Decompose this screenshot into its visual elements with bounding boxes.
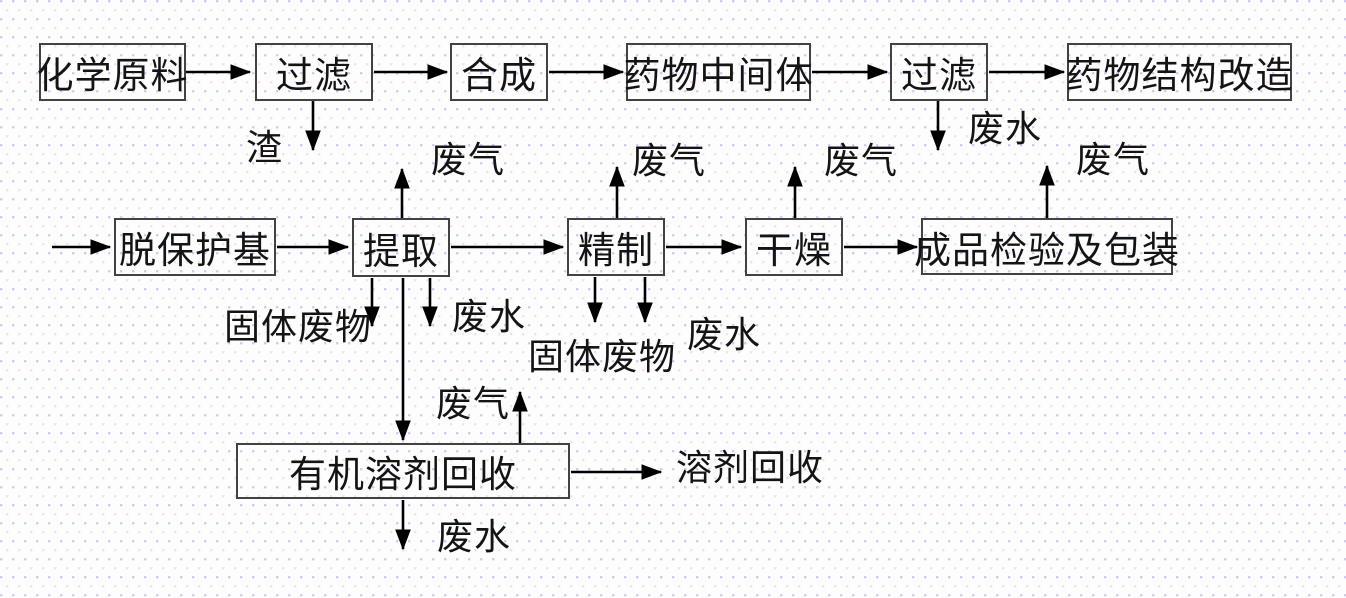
label-wastewater-recovery: 废水 (437, 517, 512, 557)
label-wastewater-refining: 废水 (687, 315, 762, 355)
node-drug-structure-modification: 药物结构改造 (1066, 43, 1293, 101)
node-deprotection: 脱保护基 (114, 218, 276, 276)
node-product-inspection-packaging: 成品检验及包装 (914, 218, 1179, 275)
node-drying: 干燥 (745, 218, 843, 276)
node-synthesis: 合成 (450, 43, 548, 101)
node-refining: 精制 (567, 218, 665, 276)
label-wastewater-extraction: 废水 (452, 297, 527, 337)
node-filter-1: 过滤 (255, 43, 373, 101)
label-solidwaste-extraction: 固体废物 (224, 307, 373, 347)
node-chemical-raw-material: 化学原料 (37, 43, 188, 101)
node-extraction: 提取 (352, 218, 450, 277)
node-filter-2: 过滤 (890, 43, 988, 101)
label-wastewater-filter2: 废水 (968, 109, 1043, 149)
label-wastegas-extraction: 废气 (431, 140, 506, 180)
node-drug-intermediate: 药物中间体 (624, 43, 813, 101)
node-organic-solvent-recovery: 有机溶剂回收 (236, 443, 570, 499)
label-solvent-recovery: 溶剂回收 (676, 448, 825, 488)
label-solidwaste-refining: 固体废物 (528, 337, 677, 377)
label-residue: 渣 (246, 128, 284, 168)
label-wastegas-recovery: 废气 (436, 384, 511, 424)
label-wastegas-drying: 废气 (824, 141, 899, 181)
label-wastegas-refining: 废气 (632, 141, 707, 181)
label-wastegas-inspection: 废气 (1076, 140, 1151, 180)
